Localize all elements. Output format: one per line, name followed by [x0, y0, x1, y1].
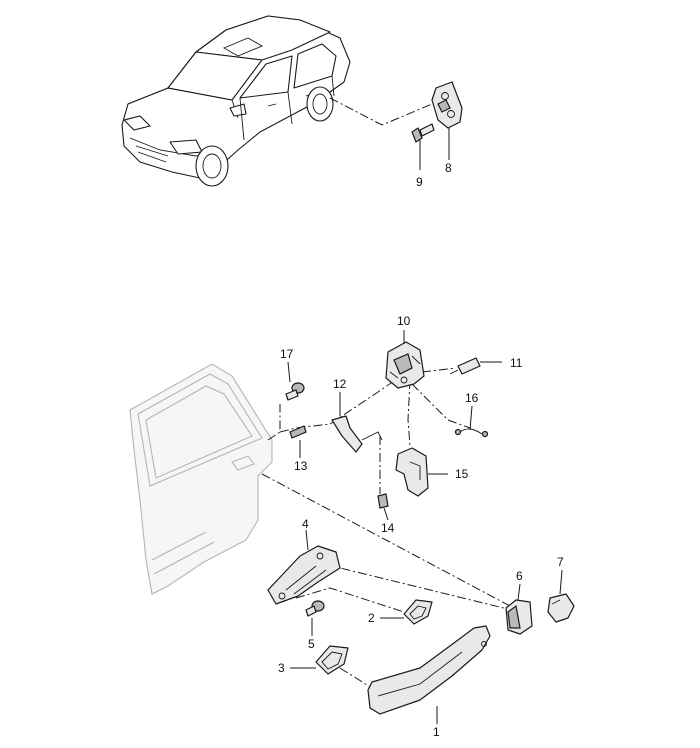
leader-lines: [287, 128, 563, 724]
callout-1: 1: [433, 725, 440, 739]
part-13-pin: [289, 425, 307, 439]
part-4-handle-carrier: [267, 545, 341, 605]
assembly-line-top: [329, 97, 433, 126]
callout-14: 14: [381, 521, 395, 535]
callout-17: 17: [280, 347, 294, 361]
callout-15: 15: [455, 467, 469, 481]
callout-2: 2: [368, 611, 375, 625]
part-8-striker-plate: [431, 81, 463, 129]
part-16-cable: [454, 428, 489, 438]
callout-16: 16: [465, 391, 479, 405]
callout-7: 7: [557, 555, 564, 569]
part-11-connector: [449, 357, 481, 375]
part-6-end-cap: [505, 599, 533, 635]
vehicle-illustration: [121, 15, 351, 187]
part-15-lock-housing: [395, 447, 429, 497]
part-5-screw: [305, 600, 325, 617]
part-9-screw: [411, 123, 435, 143]
callout-labels: 8 9 10 11 12 13 14 15 16 17 4 5 2 3 1 6 …: [278, 161, 564, 739]
callout-3: 3: [278, 661, 285, 675]
part-2-gasket: [403, 599, 433, 625]
callout-9: 9: [416, 175, 423, 189]
callout-4: 4: [302, 517, 309, 531]
callout-11: 11: [510, 356, 523, 370]
callout-5: 5: [308, 637, 315, 651]
part-3-gasket: [315, 645, 349, 675]
callout-10: 10: [397, 314, 411, 328]
part-1-outer-handle: [367, 625, 491, 715]
part-14-pin: [377, 493, 389, 509]
door-outline: [129, 363, 273, 595]
part-12-lever: [331, 415, 383, 453]
callout-6: 6: [516, 569, 523, 583]
callout-8: 8: [445, 161, 452, 175]
part-17-bolt: [285, 382, 305, 401]
callout-13: 13: [294, 459, 308, 473]
part-7-cover-cap: [547, 593, 575, 623]
part-10-lock-mechanism: [385, 341, 425, 389]
callout-12: 12: [333, 377, 347, 391]
